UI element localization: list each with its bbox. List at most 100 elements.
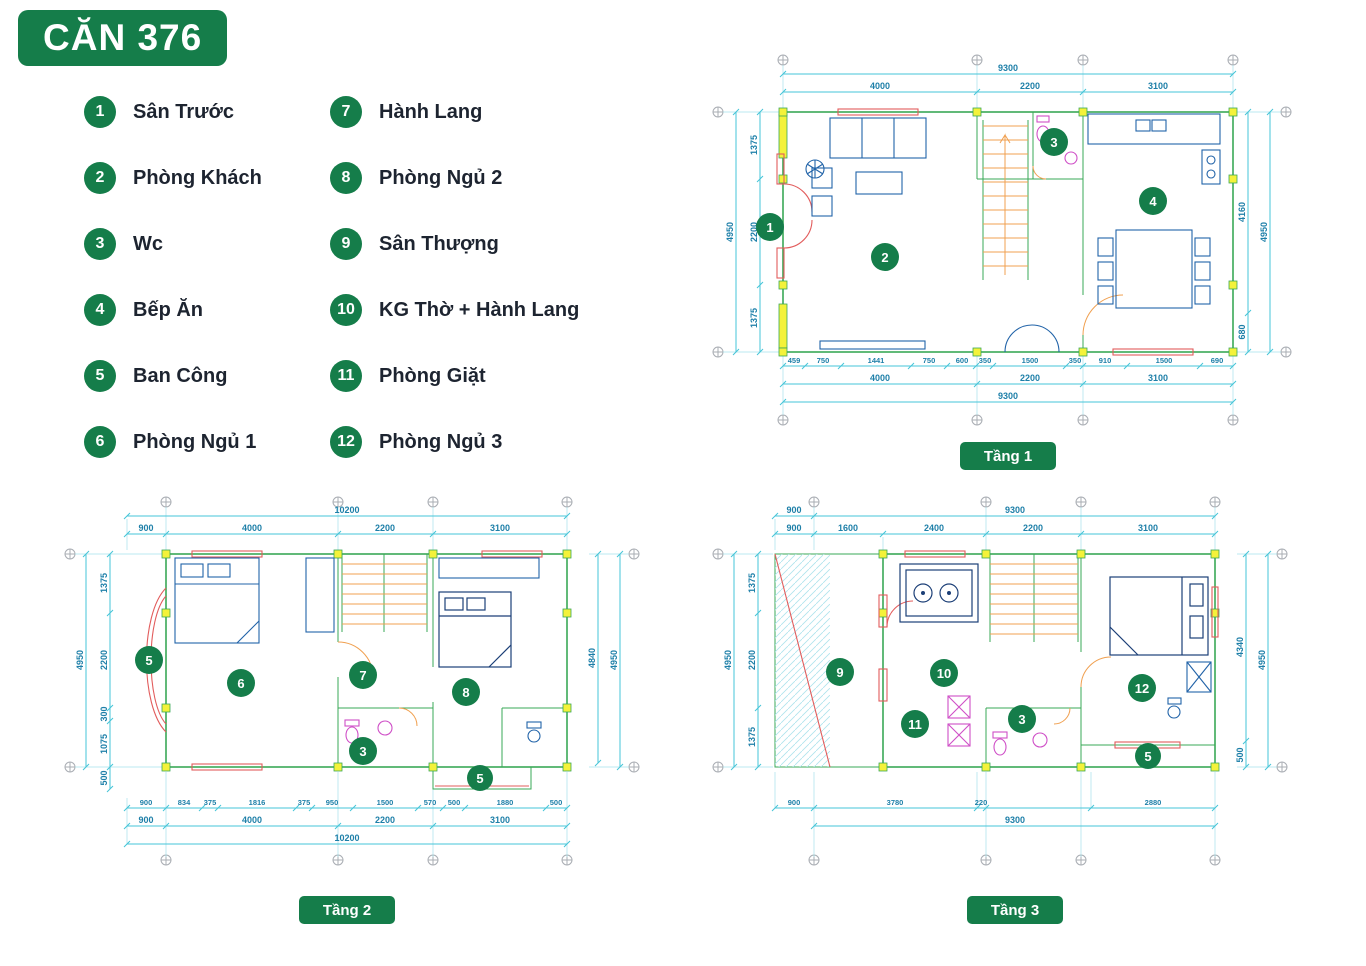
room-marker-number: 7 <box>359 668 366 683</box>
room-marker-5: 5 <box>1135 743 1161 769</box>
dim-label: 900 <box>788 798 801 807</box>
floor-label-tang-1: Tầng 1 <box>960 442 1056 470</box>
room-marker-5: 5 <box>135 646 163 674</box>
room-marker-9: 9 <box>826 658 854 686</box>
legend-label: Ban Công <box>133 364 228 387</box>
t2-furniture <box>174 557 542 744</box>
legend-number-badge: 10 <box>330 294 362 326</box>
legend-item: 3 Wc <box>84 228 330 260</box>
dim-label: 834 <box>178 798 191 807</box>
dim-label: 4950 <box>1259 222 1269 242</box>
room-marker-number: 1 <box>766 220 773 235</box>
dim-label: 1375 <box>99 573 109 593</box>
dim-label: 500 <box>448 798 461 807</box>
dim-label: 3100 <box>1148 373 1168 383</box>
floor-plan-tang-2: 10200 900 4000 2200 3100 4950 1375 2200 … <box>64 496 640 924</box>
room-marker-10: 10 <box>930 659 958 687</box>
dim-label: 2880 <box>1145 798 1162 807</box>
dim-label: 1600 <box>838 523 858 533</box>
room-marker-4: 4 <box>1139 187 1167 215</box>
dim-label: 4840 <box>587 648 597 668</box>
dim-label: 300 <box>99 706 109 721</box>
dim-label: 570 <box>424 798 437 807</box>
dim-label: 4340 <box>1235 637 1245 657</box>
dim-label: 4950 <box>75 650 85 670</box>
dim-label: 3100 <box>1138 523 1158 533</box>
dim-label: 500 <box>99 770 109 785</box>
dim-label: 350 <box>979 356 992 365</box>
floor-label-text: Tầng 3 <box>991 902 1039 919</box>
room-marker-11: 11 <box>901 710 929 738</box>
t1-stairs-icon <box>983 125 1028 275</box>
dim-label: 9300 <box>1005 505 1025 515</box>
room-marker-number: 10 <box>937 666 951 681</box>
dim-label: 1880 <box>497 798 514 807</box>
legend-label: Wc <box>133 232 163 255</box>
dim-label: 10200 <box>334 833 359 843</box>
room-marker-6: 6 <box>227 669 255 697</box>
legend-number-badge: 3 <box>84 228 116 260</box>
legend-number-badge: 7 <box>330 96 362 128</box>
t3-windows-doors <box>878 550 1219 749</box>
dim-label: 500 <box>1235 747 1245 762</box>
dim-label: 750 <box>817 356 830 365</box>
unit-title-badge: CĂN 376 <box>18 10 228 66</box>
room-marker-number: 5 <box>145 653 152 668</box>
dim-label: 2200 <box>1020 373 1040 383</box>
dim-label: 500 <box>550 798 563 807</box>
room-marker-3: 3 <box>1040 128 1068 156</box>
t2-dimensions: 10200 900 4000 2200 3100 4950 1375 2200 … <box>75 505 629 857</box>
dim-label: 350 <box>1069 356 1082 365</box>
room-marker-number: 6 <box>237 676 244 691</box>
dim-label: 10200 <box>334 505 359 515</box>
dim-label: 1500 <box>1022 356 1039 365</box>
room-marker-number: 3 <box>1050 135 1057 150</box>
dim-label: 4160 <box>1237 202 1247 222</box>
room-marker-number: 9 <box>836 665 843 680</box>
legend-label: Sân Trước <box>133 100 234 123</box>
t1-walls <box>778 107 1238 357</box>
dim-label: 4950 <box>609 650 619 670</box>
dim-label: 2200 <box>375 815 395 825</box>
room-marker-number: 8 <box>462 685 469 700</box>
dim-label: 375 <box>204 798 217 807</box>
dim-label: 4950 <box>725 222 735 242</box>
legend-item: 2 Phòng Khách <box>84 162 330 194</box>
dim-label: 375 <box>298 798 311 807</box>
t1-windows-doors <box>776 108 1194 356</box>
dim-label: 9300 <box>998 63 1018 73</box>
legend-label: Phòng Ngủ 2 <box>379 166 503 189</box>
room-marker-number: 5 <box>476 771 483 786</box>
floor-plan-tang-3: 900 9300 900 1600 2400 2200 3100 4950 13… <box>712 496 1288 924</box>
room-marker-number: 3 <box>1018 712 1025 727</box>
t1-grid-bubbles <box>712 54 1292 426</box>
dim-label: 2200 <box>1023 523 1043 533</box>
dim-label: 1500 <box>377 798 394 807</box>
floor-label-tang-2: Tầng 2 <box>299 896 395 924</box>
room-marker-number: 3 <box>359 744 366 759</box>
dim-label: 459 <box>788 356 801 365</box>
dim-label: 1441 <box>868 356 885 365</box>
t1-dimensions: 9300 4000 2200 3100 4950 1375 2200 1375 … <box>723 63 1281 415</box>
dim-label: 2200 <box>1020 81 1040 91</box>
dim-label: 600 <box>956 356 969 365</box>
dim-label: 1375 <box>747 573 757 593</box>
dim-label: 1375 <box>749 135 759 155</box>
floor-label-text: Tầng 2 <box>323 902 371 919</box>
dim-label: 2200 <box>749 222 759 242</box>
room-marker-3: 3 <box>349 737 377 765</box>
dim-label: 3100 <box>490 815 510 825</box>
t3-furniture <box>899 563 1212 756</box>
legend-number-badge: 2 <box>84 162 116 194</box>
legend-label: Phòng Khách <box>133 166 262 189</box>
dim-label: 950 <box>326 798 339 807</box>
room-marker-number: 11 <box>908 717 922 732</box>
